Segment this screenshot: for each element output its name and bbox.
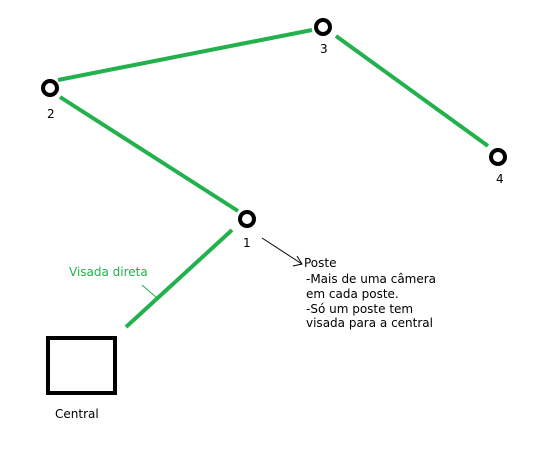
note-arrow-head [292,255,303,267]
pole-label-1: 1 [243,236,251,250]
pole-label-3: 3 [320,42,328,56]
pole-label-2: 2 [47,107,55,121]
link-1-central [124,228,234,329]
link-2-1 [58,95,240,213]
note-line-1: Poste [304,256,337,270]
direct-sight-label: Visada direta [69,265,148,279]
pole-node-3 [314,18,332,36]
pole-node-1 [238,210,256,228]
direct-sight-pointer [141,284,158,299]
note-line-5: visada para a central [306,316,433,330]
link-2-3 [57,28,313,82]
link-3-4 [334,34,490,148]
central-label: Central [55,407,99,421]
pole-node-4 [489,148,507,166]
pole-label-4: 4 [496,172,504,186]
central-box [46,336,117,395]
note-line-4: -Só um poste tem [306,302,414,316]
note-line-2: -Mais de uma câmera [306,272,437,286]
pole-node-2 [41,79,59,97]
note-line-3: em cada poste. [306,287,399,301]
note-arrow-shaft [261,237,303,265]
